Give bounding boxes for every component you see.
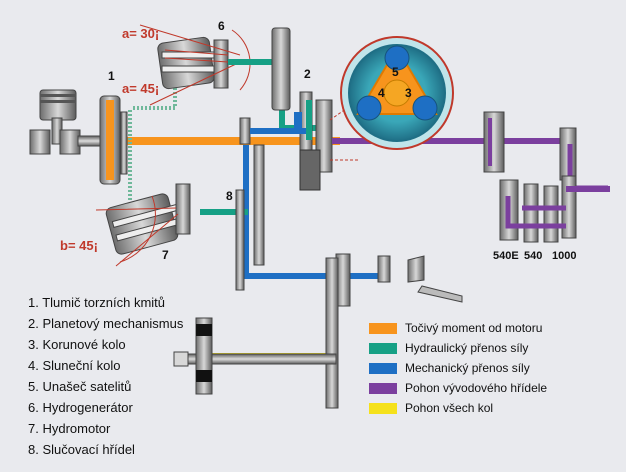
pto-clutch [483, 111, 608, 191]
legend-swatch [369, 402, 397, 414]
hydraulic-link [128, 80, 177, 200]
parts-list: 1. Tlumič torzních kmitů 2. Planetový me… [28, 292, 183, 460]
legend-item: Pohon všech kol [369, 398, 547, 418]
legend-item: Točivý moment od motoru [369, 318, 547, 338]
summing-gear [253, 144, 265, 266]
legend-label: Pohon vývodového hřídele [405, 381, 548, 395]
callout-3: 3 [405, 86, 412, 100]
planetary-detail [329, 36, 454, 161]
engine-torque-shaft [100, 137, 340, 145]
parts-list-item: 3. Korunové kolo [28, 337, 126, 352]
callout-4: 4 [378, 86, 385, 100]
parts-list-item: 5. Unašeč satelitů [28, 379, 132, 394]
legend-label: Mechanický přenos síly [405, 361, 530, 375]
legend-swatch [369, 382, 397, 394]
parts-list-item: 6. Hydrogenerátor [28, 400, 133, 415]
pto-gearbox [499, 175, 610, 243]
angle-b45: b= 45¡ [60, 238, 98, 253]
parts-list-item: 1. Tlumič torzních kmitů [28, 295, 166, 310]
legend-swatch [369, 322, 397, 334]
callout-1: 1 [108, 69, 115, 83]
legend-item: Mechanický přenos síly [369, 358, 547, 378]
angle-a30: a= 30¡ [122, 26, 159, 41]
parts-list-item: 2. Planetový mechanismus [28, 316, 184, 331]
pto-speed-1000: 1000 [552, 250, 576, 262]
pto-speed-540: 540 [524, 250, 542, 262]
callout-7: 7 [162, 248, 169, 262]
awd-flow [203, 300, 335, 359]
legend-item: Hydraulický přenos síly [369, 338, 547, 358]
legend-label: Pohon všech kol [405, 401, 494, 415]
callout-8: 8 [226, 189, 233, 203]
legend-swatch [369, 362, 397, 374]
legend-swatch [369, 342, 397, 354]
torsional-damper [99, 95, 128, 185]
pto-speed-540e: 540E [493, 250, 519, 262]
callout-6: 6 [218, 19, 225, 33]
parts-list-item: 4. Sluneční kolo [28, 358, 121, 373]
legend: Točivý moment od motoru Hydraulický přen… [369, 318, 547, 418]
parts-list-item: 8. Slučovací hřídel [28, 442, 135, 457]
legend-label: Točivý moment od motoru [405, 321, 543, 335]
parts-list-item: 7. Hydromotor [28, 421, 111, 436]
angle-a45: a= 45¡ [122, 81, 159, 96]
planetary-mechanism [239, 91, 333, 191]
pto-shaft [332, 138, 572, 144]
legend-item: Pohon vývodového hřídele [369, 378, 547, 398]
callout-5: 5 [392, 65, 399, 79]
hydromotor [95, 183, 191, 267]
legend-label: Hydraulický přenos síly [405, 341, 529, 355]
pump-gear [271, 27, 291, 111]
hydrogenerator [139, 24, 251, 106]
callout-2: 2 [304, 67, 311, 81]
piston-crank [29, 89, 109, 155]
